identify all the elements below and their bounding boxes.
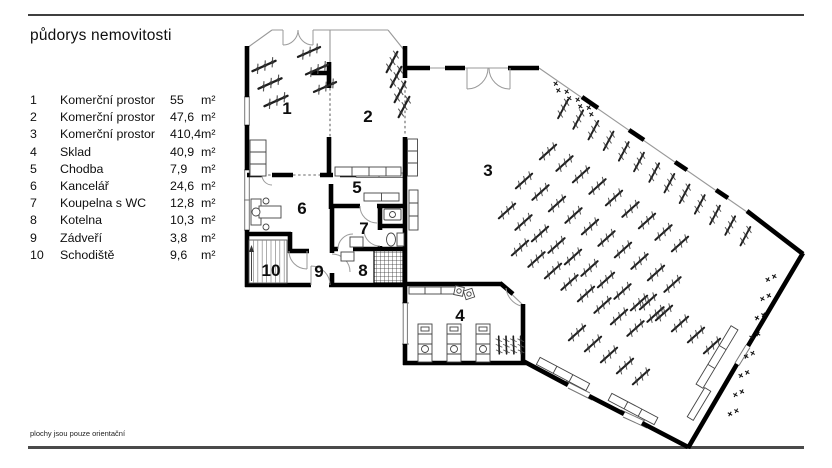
legend-area: 7,9	[170, 161, 188, 176]
legend-num: 2	[30, 110, 37, 125]
legend-num: 8	[30, 213, 37, 228]
legend-unit: m²	[201, 161, 216, 176]
footnote: plochy jsou pouze orientační	[30, 429, 126, 438]
legend-num: 5	[30, 161, 37, 176]
legend-unit: m²	[201, 144, 216, 159]
legend-area: 24,6	[170, 179, 195, 194]
legend-area: 55	[170, 93, 184, 107]
legend-name: Chodba	[60, 161, 104, 176]
legend-name: Komerční prostor	[60, 93, 156, 107]
legend-unit: m²	[201, 93, 216, 107]
top-rule	[28, 14, 804, 16]
bottom-rule	[28, 446, 804, 449]
room-label-r10: 10	[262, 261, 281, 280]
room-label-r9: 9	[314, 262, 323, 281]
legend-name: Kancelář	[60, 179, 109, 194]
legend-row: 4 Sklad 40,9 m²	[30, 144, 215, 161]
legend-name: Zádveří	[60, 230, 103, 245]
room-label-r2: 2	[363, 107, 372, 126]
legend-num: 4	[30, 144, 37, 159]
legend-name: Schodiště	[60, 247, 115, 262]
legend-num: 7	[30, 196, 37, 211]
legend-area: 12,8	[170, 196, 195, 211]
legend-unit: m²	[201, 110, 216, 125]
room-label-r5: 5	[352, 178, 361, 197]
walls-layer	[244, 46, 805, 450]
room-label-r8: 8	[358, 261, 367, 280]
legend-num: 6	[30, 179, 37, 194]
legend-row: 7 Koupelna s WC 12,8 m²	[30, 195, 215, 212]
legend-row: 10 Schodiště 9,6 m²	[30, 247, 215, 264]
legend-unit: m²	[201, 179, 216, 194]
legend-area: 47,6	[170, 110, 195, 125]
legend-row: 2 Komerční prostor 47,6 m²	[30, 109, 215, 126]
legend-name: Sklad	[60, 144, 91, 159]
legend-row: 9 Zádveří 3,8 m²	[30, 230, 215, 247]
clothing-racks-layer	[248, 42, 755, 389]
dashed-partitions-layer	[263, 80, 406, 176]
page-title: půdorys nemovitosti	[30, 27, 172, 44]
room-label-r4: 4	[455, 306, 465, 325]
legend-row: 1 Komerční prostor 55 m²	[30, 92, 215, 109]
room-label-r6: 6	[297, 199, 306, 218]
legend-unit: m²	[201, 230, 216, 245]
legend-num: 3	[30, 127, 37, 142]
legend-name: Komerční prostor	[60, 127, 156, 142]
hook-markers-layer	[549, 79, 779, 420]
legend-num: 10	[30, 247, 44, 262]
legend-area: 10,3	[170, 213, 195, 228]
legend-num: 9	[30, 230, 37, 245]
room-label-r1: 1	[282, 99, 291, 118]
legend-num: 1	[30, 93, 37, 107]
legend-unit: m²	[201, 213, 216, 228]
legend-area: 40,9	[170, 144, 195, 159]
room-label-r7: 7	[359, 219, 368, 238]
legend-area: 9,6	[170, 247, 188, 262]
legend-unit: m²	[201, 127, 216, 142]
legend-row: 8 Kotelna 10,3 m²	[30, 212, 215, 229]
doors-layer	[261, 29, 522, 307]
legend-unit: m²	[201, 247, 216, 262]
legend-area: 410,4	[170, 127, 202, 142]
room-labels-layer: 1 2 3 4 5 6 7 8 9 10	[262, 99, 493, 325]
furniture-layer	[248, 138, 739, 426]
room-label-r3: 3	[483, 161, 492, 180]
legend-row: 5 Chodba 7,9 m²	[30, 161, 215, 178]
legend-unit: m²	[201, 196, 216, 211]
legend-name: Koupelna s WC	[60, 196, 147, 211]
legend-name: Kotelna	[60, 213, 103, 228]
legend-area: 3,8	[170, 230, 188, 245]
legend-row: 6 Kancelář 24,6 m²	[30, 178, 215, 195]
legend-name: Komerční prostor	[60, 110, 156, 125]
